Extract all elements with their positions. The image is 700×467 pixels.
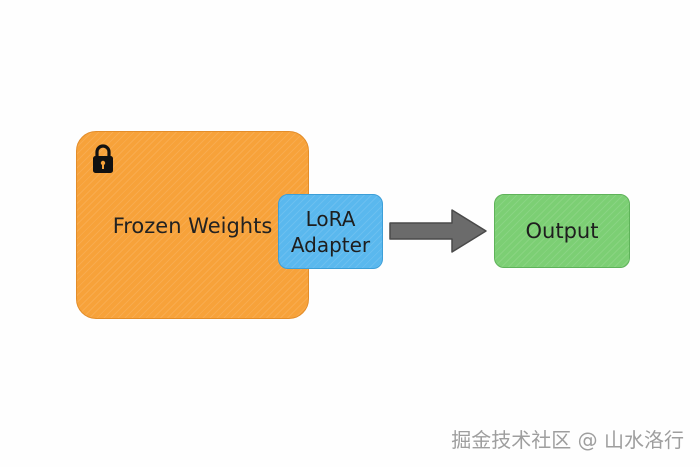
edge-lora-to-output-arrow — [389, 209, 487, 253]
lora-adapter-label-line1: LoRA — [305, 206, 356, 231]
frozen-weights-label: Frozen Weights — [112, 214, 273, 238]
lora-adapter-node: LoRA Adapter — [278, 194, 383, 269]
output-node: Output — [494, 194, 630, 268]
watermark: 掘金技术社区 @ 山水洛行 — [451, 428, 684, 452]
frozen-weights-node: Frozen Weights — [76, 131, 309, 319]
lora-adapter-label-line2: Adapter — [290, 232, 371, 257]
output-label: Output — [525, 219, 599, 243]
lock-icon — [93, 144, 113, 173]
